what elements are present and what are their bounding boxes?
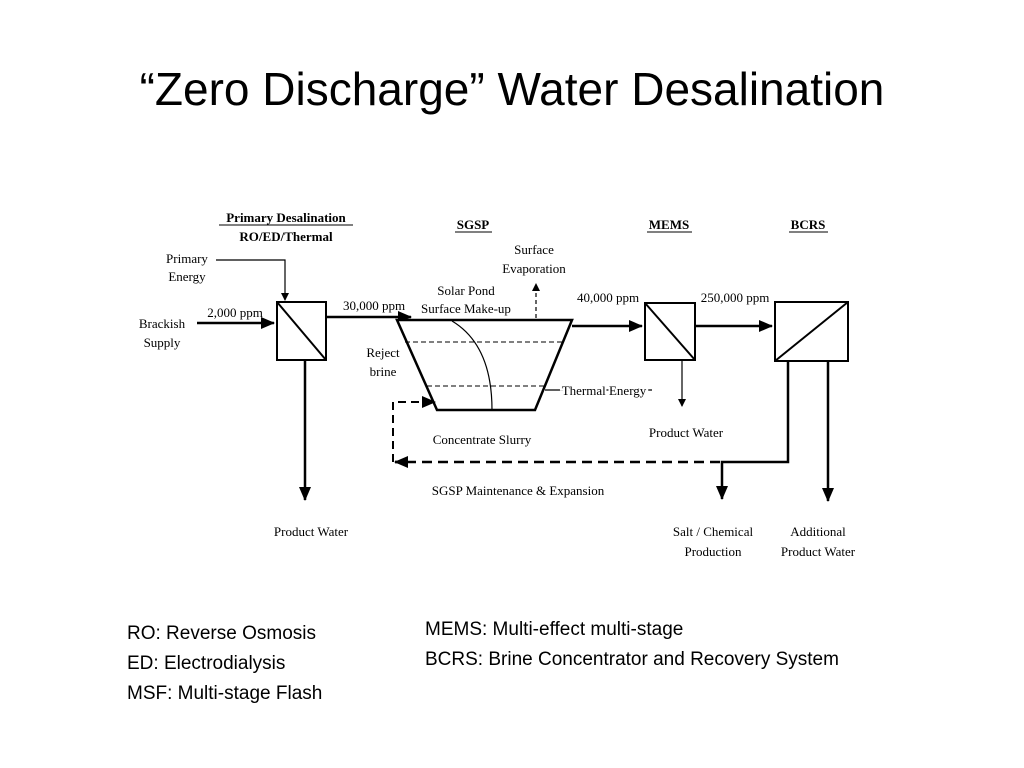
note-mems: MEMS: Multi-effect multi-stage [425,619,684,640]
concentrate-slurry-label: Concentrate Slurry [433,432,532,447]
surface-evaporation-label-2: Evaporation [502,261,566,276]
salt-chemical-label-2: Production [684,544,742,559]
solar-pond [395,318,574,412]
slide-title: “Zero Discharge” Water Desalination [139,63,885,115]
solar-pond-label-2: Surface Make-up [421,301,511,316]
maintenance-label: SGSP Maintenance & Expansion [432,483,605,498]
note-ed: ED: Electrodialysis [127,653,286,674]
primary-energy-label-1: Primary [166,251,208,266]
abbreviations-right: MEMS: Multi-effect multi-stage BCRS: Bri… [425,615,839,675]
brackish-supply-label-2: Supply [144,335,181,350]
brackish-supply-label-1: Brackish [139,316,186,331]
bcrs-header: BCRS [791,217,826,232]
concentrate-slurry-line [392,396,436,462]
bcrs-unit-membrane-line [774,301,849,362]
additional-product-water-label-2: Product Water [781,544,856,559]
note-bcrs: BCRS: Brine Concentrator and Recovery Sy… [425,649,839,670]
primary-desalination-header: Primary Desalination [226,210,346,225]
note-ro: RO: Reverse Osmosis [127,623,316,644]
reject-brine-label-1: Reject [366,345,400,360]
primary-energy-label-2: Energy [168,269,206,284]
ppm-30000-label: 30,000 ppm [343,298,405,313]
process-flow-diagram: Primary Desalination RO/ED/Thermal SGSP … [139,210,856,559]
mems-header: MEMS [649,217,689,232]
sgsp-header: SGSP [457,217,490,232]
additional-product-water-label-1: Additional [790,524,846,539]
ppm-250000-label: 250,000 ppm [701,290,770,305]
abbreviations-left: RO: Reverse Osmosis ED: Electrodialysis … [127,619,322,709]
surface-evaporation-label-1: Surface [514,242,554,257]
pond-gradient-curve [451,320,493,411]
thermal-energy-label: Thermal Energy [562,383,647,398]
mems-product-water-label: Product Water [649,425,724,440]
primary-energy-arrow [216,259,289,301]
reject-brine-label-2: brine [370,364,397,379]
primary-desalination-subheader: RO/ED/Thermal [239,229,333,244]
note-msf: MSF: Multi-stage Flash [127,683,323,704]
solar-pond-label-1: Solar Pond [437,283,495,298]
salt-chemical-label-1: Salt / Chemical [673,524,754,539]
ppm-40000-label: 40,000 ppm [577,290,639,305]
mems-unit-membrane-line [644,302,696,361]
primary-product-water-label: Product Water [274,524,349,539]
primary-unit-membrane-line [276,301,327,361]
ppm-2000-label: 2,000 ppm [207,305,263,320]
salt-chemical-arrow [716,361,790,500]
